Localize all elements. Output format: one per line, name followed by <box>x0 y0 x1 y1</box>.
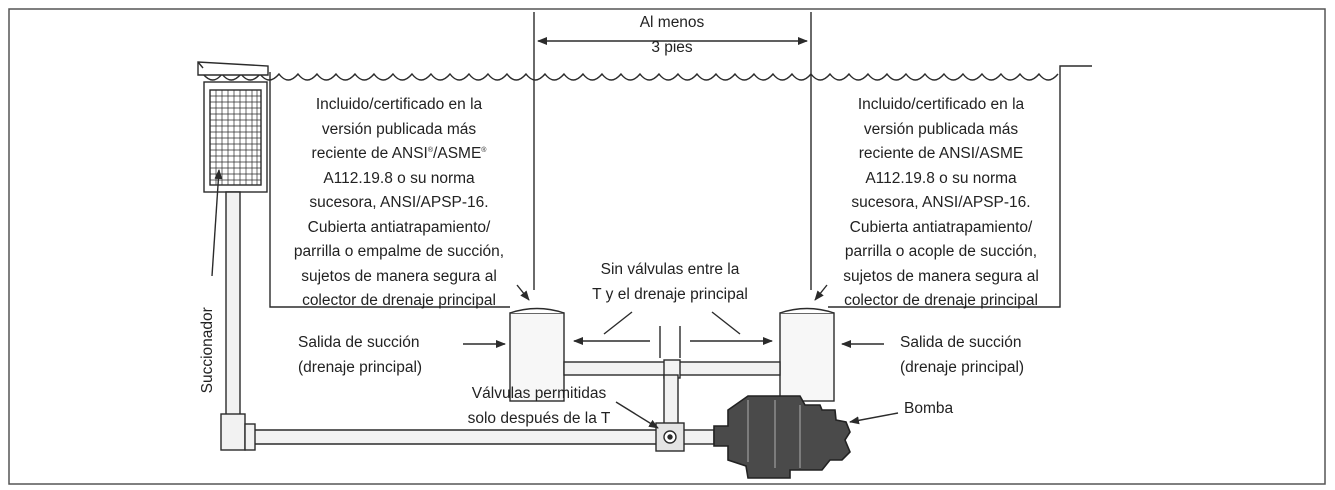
distance-label: Al menos 3 pies <box>620 11 724 60</box>
right-note-line-7: parrilla o acople de succión, <box>844 243 1038 260</box>
right-certification-note: Incluido/certificado en la versión publi… <box>818 93 1064 314</box>
valves-allowed-label: Válvulas permitidas solo después de la T <box>446 382 632 431</box>
left-note-line-3: reciente de ANSI®/ASME® <box>311 145 487 162</box>
frame-border <box>8 8 1326 485</box>
pump-inlet-pipe <box>681 429 715 445</box>
left-certification-note: Incluido/certificado en la versión publi… <box>276 93 522 314</box>
left-note-line-5: sucesora, ANSI/APSP-16. <box>309 194 489 211</box>
skimmer-leader <box>211 169 223 277</box>
right-note-leader <box>814 284 828 301</box>
left-note-line-4: A112.19.8 o su norma <box>323 169 475 187</box>
left-note-line-9: colector de drenaje principal <box>302 292 496 309</box>
left-outlet-label: Salida de succión (drenaje principal) <box>298 331 422 380</box>
right-note-line-8: sujetos de manera segura al <box>843 267 1039 285</box>
left-note-line-2: versión publicada más <box>321 120 477 138</box>
pipe-elbow <box>220 413 246 451</box>
no-valves-leader-left <box>603 311 633 335</box>
right-note-line-2: versión publicada más <box>863 120 1019 138</box>
no-valves-leader-right <box>711 311 741 335</box>
pump-leader <box>849 412 899 425</box>
no-valves-line-1: Sin válvulas entre la <box>600 261 740 278</box>
left-note-leader <box>516 284 530 301</box>
valves-allowed-leader <box>615 401 659 429</box>
pump-label: Bomba <box>904 400 954 417</box>
valves-allowed-line-1: Válvulas permitidas <box>471 385 607 402</box>
right-note-line-4: A112.19.8 o su norma <box>865 169 1017 187</box>
skimmer-label: Succionador <box>198 307 216 394</box>
right-outlet-line-2: (drenaje principal) <box>900 358 1025 376</box>
right-note-line-5: sucesora, ANSI/APSP-16. <box>851 194 1031 211</box>
pool-wall-left <box>269 72 510 308</box>
left-note-line-7: parrilla o empalme de succión, <box>293 243 505 260</box>
valve-icon <box>655 422 685 452</box>
right-note-line-9: colector de drenaje principal <box>844 292 1038 309</box>
left-outlet-line-2: (drenaje principal) <box>298 358 423 376</box>
valves-allowed-line-2: solo después de la T <box>467 409 611 427</box>
main-drain-right <box>779 312 835 402</box>
right-note-line-1: Incluido/certificado en la <box>857 96 1025 113</box>
left-note-line-1: Incluido/certificado en la <box>315 96 483 113</box>
pipe-coupling <box>244 423 256 451</box>
right-note-line-3: reciente de ANSI/ASME <box>858 145 1024 162</box>
left-outlet-line-1: Salida de succión <box>298 334 420 351</box>
distance-line-1: Al menos <box>639 14 705 31</box>
distance-line-2: 3 pies <box>651 38 693 56</box>
no-valves-label: Sin válvulas entre la T y el drenaje pri… <box>560 258 780 307</box>
pump-icon <box>713 395 851 479</box>
no-valves-line-2: T y el drenaje principal <box>592 285 748 303</box>
left-note-line-6: Cubierta antiatrapamiento/ <box>307 218 491 236</box>
pool-wall-right <box>828 65 1092 308</box>
right-outlet-label: Salida de succión (drenaje principal) <box>900 331 1024 380</box>
skimmer-icon <box>197 61 269 193</box>
right-note-line-6: Cubierta antiatrapamiento/ <box>849 218 1033 236</box>
right-outlet-line-1: Salida de succión <box>900 334 1022 351</box>
water-surface <box>202 72 1059 81</box>
left-note-line-8: sujetos de manera segura al <box>301 267 497 285</box>
